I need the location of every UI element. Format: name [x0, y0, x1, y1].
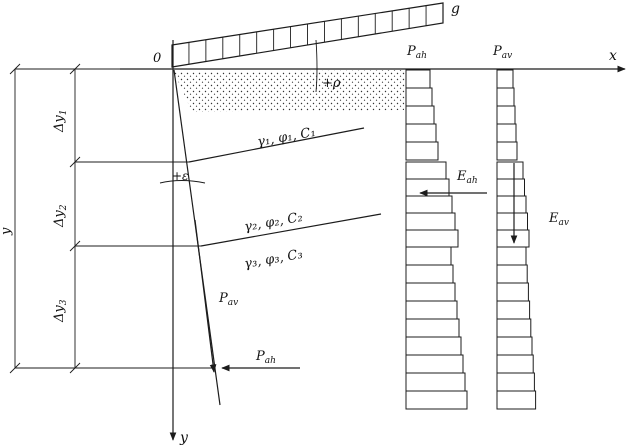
- pav-strip: [496, 300, 531, 320]
- pav-strip: [496, 246, 527, 266]
- pav-strip: [496, 69, 514, 89]
- pah-strip: [405, 87, 433, 107]
- pav-strip: [496, 212, 528, 231]
- layer1-label: γ₁, φ₁, C₁: [256, 125, 317, 150]
- dy1-label: Δy1: [52, 110, 69, 133]
- wall-pav-label: Pav: [218, 291, 238, 308]
- x-axis-label: x: [609, 48, 617, 64]
- dy3-label: Δy3: [52, 299, 69, 323]
- pav-strip: [496, 87, 515, 107]
- pah-strip: [405, 354, 464, 374]
- dimension-lines: [9, 63, 215, 374]
- pah-strip: [405, 141, 439, 161]
- dy2-label: Δy2: [52, 204, 69, 228]
- layer3-label: γ₃, φ₃, C₃: [243, 247, 304, 272]
- pah-strip: [405, 246, 452, 266]
- pah-strip: [405, 212, 456, 231]
- pah-strip: [405, 123, 437, 143]
- eah-label: Eah: [456, 169, 478, 186]
- pav-pressure-diagram: [496, 69, 537, 410]
- pav-strip: [496, 318, 532, 338]
- pav-strip: [496, 264, 528, 284]
- pav-strip: [496, 372, 535, 392]
- svg-text:Δy3: Δy3: [52, 299, 69, 323]
- pav-strip: [496, 123, 517, 143]
- svg-text:Δy1: Δy1: [52, 110, 69, 133]
- pah-strip: [405, 318, 460, 338]
- pav-strip: [496, 390, 537, 410]
- pah-strip: [405, 336, 462, 356]
- surcharge-band: [171, 2, 444, 68]
- pah-strip: [405, 372, 466, 392]
- y-axis-label: y: [179, 430, 189, 445]
- pah-pressure-diagram: [405, 69, 468, 410]
- pav-strip: [496, 195, 527, 214]
- svg-text:Δy2: Δy2: [52, 204, 69, 228]
- pav-strip: [496, 282, 529, 302]
- epsilon-label: +ε: [172, 169, 189, 183]
- pav-strip: [496, 354, 534, 374]
- depth-y-label: y: [0, 227, 14, 236]
- surcharge-hatch: [188, 5, 427, 65]
- pav-strip: [496, 141, 518, 161]
- pah-strip: [405, 105, 435, 125]
- soil-wedge: [174, 70, 406, 112]
- pah-strip: [405, 264, 454, 284]
- eav-label: Eav: [548, 211, 569, 228]
- rho-label: +ρ: [322, 76, 341, 91]
- origin-label: 0: [153, 51, 161, 66]
- pav-strip: [496, 229, 530, 248]
- surcharge-label: g: [451, 1, 460, 17]
- layer-boundary-1: [188, 127, 365, 163]
- epsilon-arc: [159, 180, 206, 184]
- pav-strip: [496, 105, 516, 125]
- pav-strip: [496, 161, 524, 180]
- layer-boundary-2: [200, 213, 382, 247]
- pah-strip: [405, 161, 447, 180]
- pav-strip: [496, 178, 525, 197]
- wall-pav-arrow: [194, 219, 217, 373]
- pah-strip: [405, 229, 459, 248]
- pav-top-label: Pav: [492, 44, 512, 61]
- pah-top-label: Pah: [406, 44, 427, 61]
- pav-strip: [496, 336, 533, 356]
- pah-strip: [405, 195, 453, 214]
- wall-pah-label: Pah: [255, 349, 276, 366]
- pah-strip: [405, 300, 458, 320]
- pah-strip: [405, 390, 468, 410]
- pah-strip: [405, 69, 431, 89]
- pah-strip: [405, 282, 456, 302]
- layer2-label: γ₂, φ₂, C₂: [243, 210, 304, 235]
- rho-arc: [315, 39, 318, 93]
